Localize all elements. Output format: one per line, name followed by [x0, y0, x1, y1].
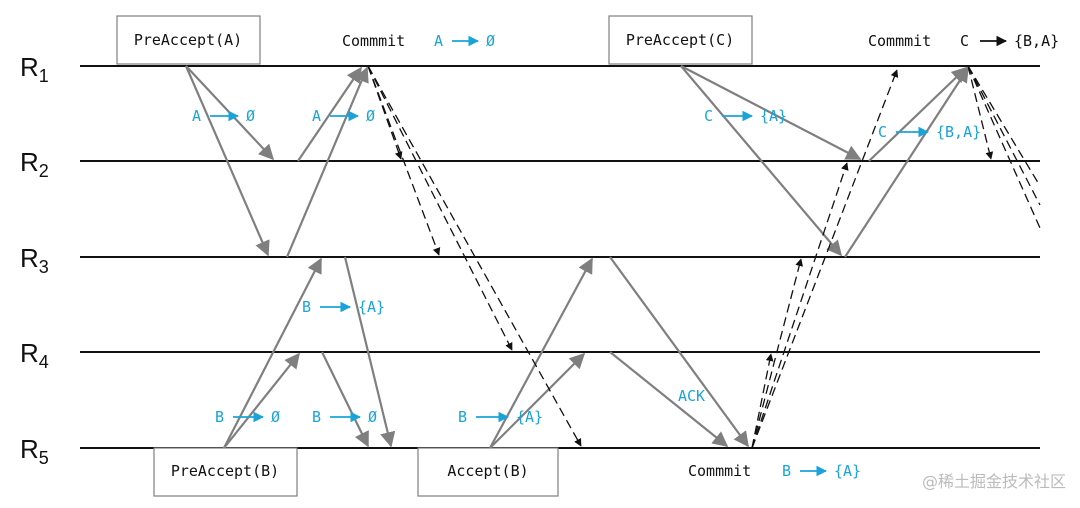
msg-b-r5-r4 — [223, 352, 300, 449]
dep-lhs: B — [312, 408, 321, 426]
commit-b-r4 — [751, 353, 774, 449]
dep-lhs: B — [215, 408, 224, 426]
dep-rhs: Ø — [271, 408, 280, 426]
replica-label-r3: R3 — [20, 243, 49, 277]
dep-rhs: {A} — [516, 408, 543, 426]
dep-b-r5-2: B Ø — [312, 408, 377, 426]
commit-label-c: Commmit C {B,A} — [868, 32, 1059, 50]
commit-a-r4 — [367, 65, 513, 351]
msg-b-r3-r5 — [343, 256, 396, 448]
msg-ack-r4-r5 — [609, 351, 729, 447]
dep-rhs: Ø — [366, 107, 375, 125]
replica-labels: R1 R2 R3 R4 R5 — [20, 52, 49, 468]
dep-c-r2-left: C {A} — [704, 107, 787, 125]
commit-b-r2 — [751, 162, 849, 449]
msg-c-r1-r2 — [680, 65, 862, 160]
phase-box-label: PreAccept(C) — [626, 31, 734, 49]
commit-c-r5 — [967, 65, 1041, 187]
dep-lhs: B — [302, 298, 311, 316]
msg-a-r2-r1 — [297, 66, 362, 162]
commit-b-r1 — [751, 69, 899, 449]
phase-box-accept-b: Accept(B) — [417, 447, 559, 497]
commit-word: Commmit — [688, 462, 751, 480]
msg-c-r2-r1 — [868, 66, 968, 162]
replica-label-r5: R5 — [20, 434, 49, 468]
commit-label-b: Commmit B {A} — [688, 462, 861, 480]
dep-rhs: {A} — [358, 298, 385, 316]
dep-c-r2-right: C {B,A} — [878, 123, 981, 141]
msg-a-r3-r1 — [285, 66, 369, 258]
commit-lhs: C — [960, 32, 969, 50]
commit-b-r3 — [751, 258, 804, 449]
dep-a-r2-left: A Ø — [192, 107, 255, 125]
replica-label-r2: R2 — [20, 147, 49, 181]
dep-b-r5-1: B Ø — [215, 408, 280, 426]
commit-lhs: A — [434, 32, 443, 50]
commit-a-r5 — [367, 65, 582, 447]
phase-box-preaccept-c: PreAccept(C) — [608, 15, 753, 65]
msg-accept-b-r5-r4 — [489, 352, 586, 449]
commit-rhs: {A} — [834, 462, 861, 480]
commit-c-r4 — [967, 65, 1041, 206]
replica-label-r4: R4 — [20, 338, 49, 372]
dep-rhs: {A} — [760, 107, 787, 125]
commit-label-a: Commmit A Ø — [342, 32, 495, 50]
dep-rhs: Ø — [368, 408, 377, 426]
watermark: @稀土掘金技术社区 — [922, 472, 1066, 491]
commit-word: Commmit — [342, 32, 405, 50]
commit-c-r2 — [967, 65, 994, 160]
dep-lhs: C — [704, 107, 713, 125]
msg-c-r1-r3 — [680, 65, 842, 257]
dep-b-r3: B {A} — [302, 298, 385, 316]
commit-rhs: {B,A} — [1014, 32, 1059, 50]
phase-box-label: PreAccept(B) — [171, 462, 279, 480]
dep-lhs: C — [878, 123, 887, 141]
msg-ack-r3-r5 — [609, 256, 749, 448]
commit-rhs: Ø — [486, 32, 495, 50]
commit-lhs: B — [782, 462, 791, 480]
dep-lhs: A — [192, 107, 201, 125]
ack-label: ACK — [678, 387, 705, 405]
phase-box-preaccept-b: PreAccept(B) — [153, 447, 298, 497]
commit-a-r3 — [367, 65, 441, 256]
phase-box-label: PreAccept(A) — [134, 31, 242, 49]
dep-a-r2-right: A Ø — [312, 107, 375, 125]
timelines — [80, 65, 1040, 449]
commit-c-r3 — [967, 65, 1041, 229]
phase-box-label: Accept(B) — [447, 462, 528, 480]
dep-lhs: A — [312, 107, 321, 125]
dep-rhs: {B,A} — [936, 123, 981, 141]
dep-lhs: B — [458, 408, 467, 426]
phase-box-preaccept-a: PreAccept(A) — [116, 15, 261, 65]
dep-rhs: Ø — [246, 107, 255, 125]
dep-b-r5-accept: B {A} — [458, 408, 543, 426]
msg-b-r4-r5 — [321, 351, 369, 448]
replica-label-r1: R1 — [20, 52, 49, 86]
commit-word: Commmit — [868, 32, 931, 50]
msg-c-r3-r1 — [844, 66, 969, 258]
msg-a-r1-r3 — [184, 65, 270, 257]
dashed-commit-messages — [367, 65, 1041, 449]
